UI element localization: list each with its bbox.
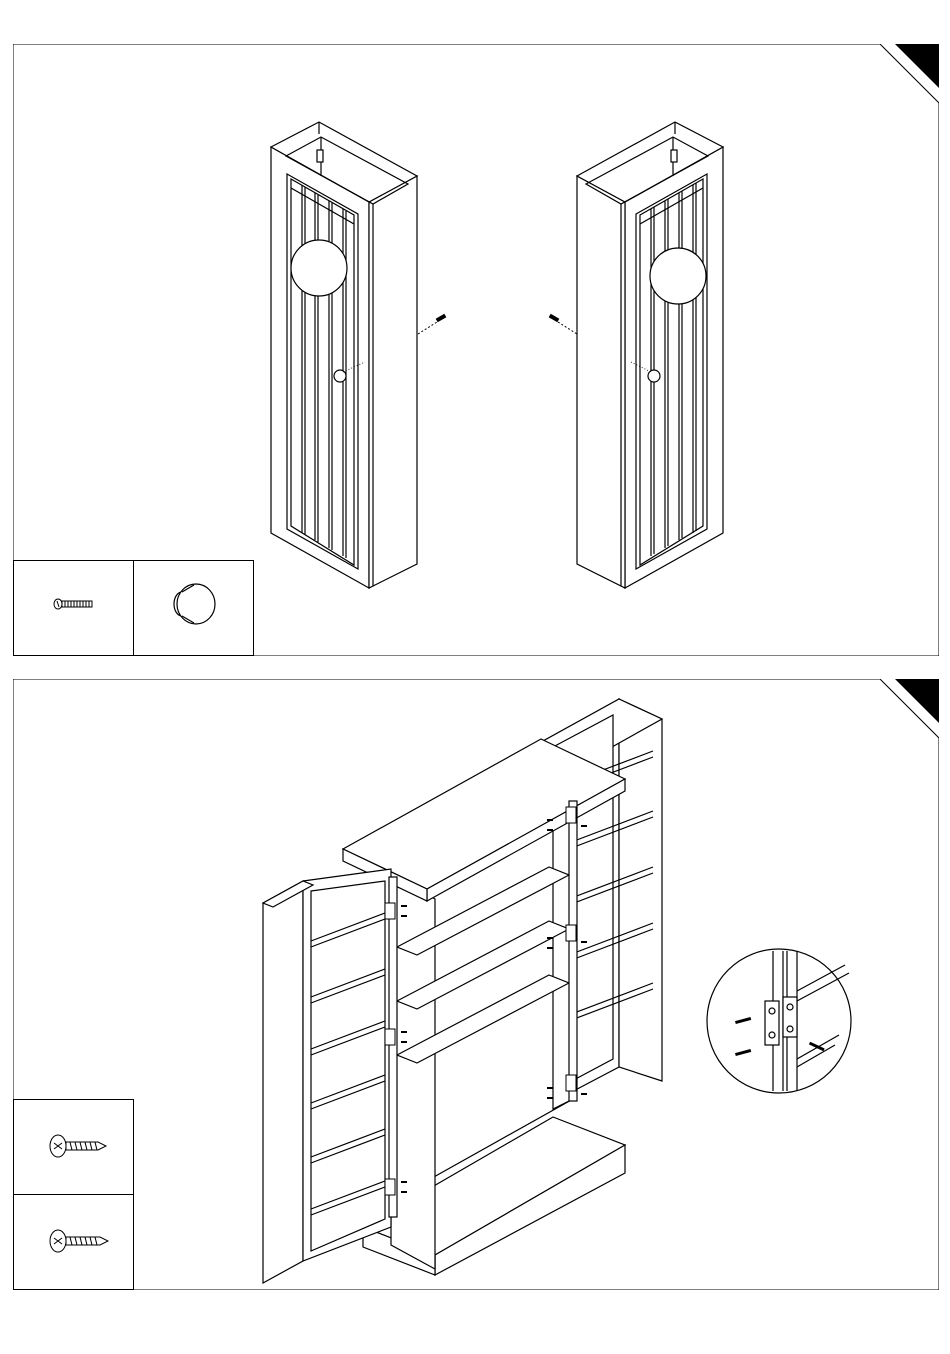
knob-icon <box>134 561 255 657</box>
hardware-box-wood-screw <box>13 1099 134 1195</box>
hinge-detail-magnifier <box>13 679 939 1290</box>
hardware-box-knob <box>133 560 254 656</box>
wood-screw-icon <box>14 1100 135 1196</box>
machine-screw-icon <box>14 561 135 657</box>
hardware-box-machine-screw <box>13 560 134 656</box>
long-wood-screw-icon <box>14 1195 135 1291</box>
step-2-panel <box>13 679 939 1290</box>
hardware-box-long-wood-screw <box>13 1194 134 1290</box>
step-1-panel <box>13 44 939 656</box>
